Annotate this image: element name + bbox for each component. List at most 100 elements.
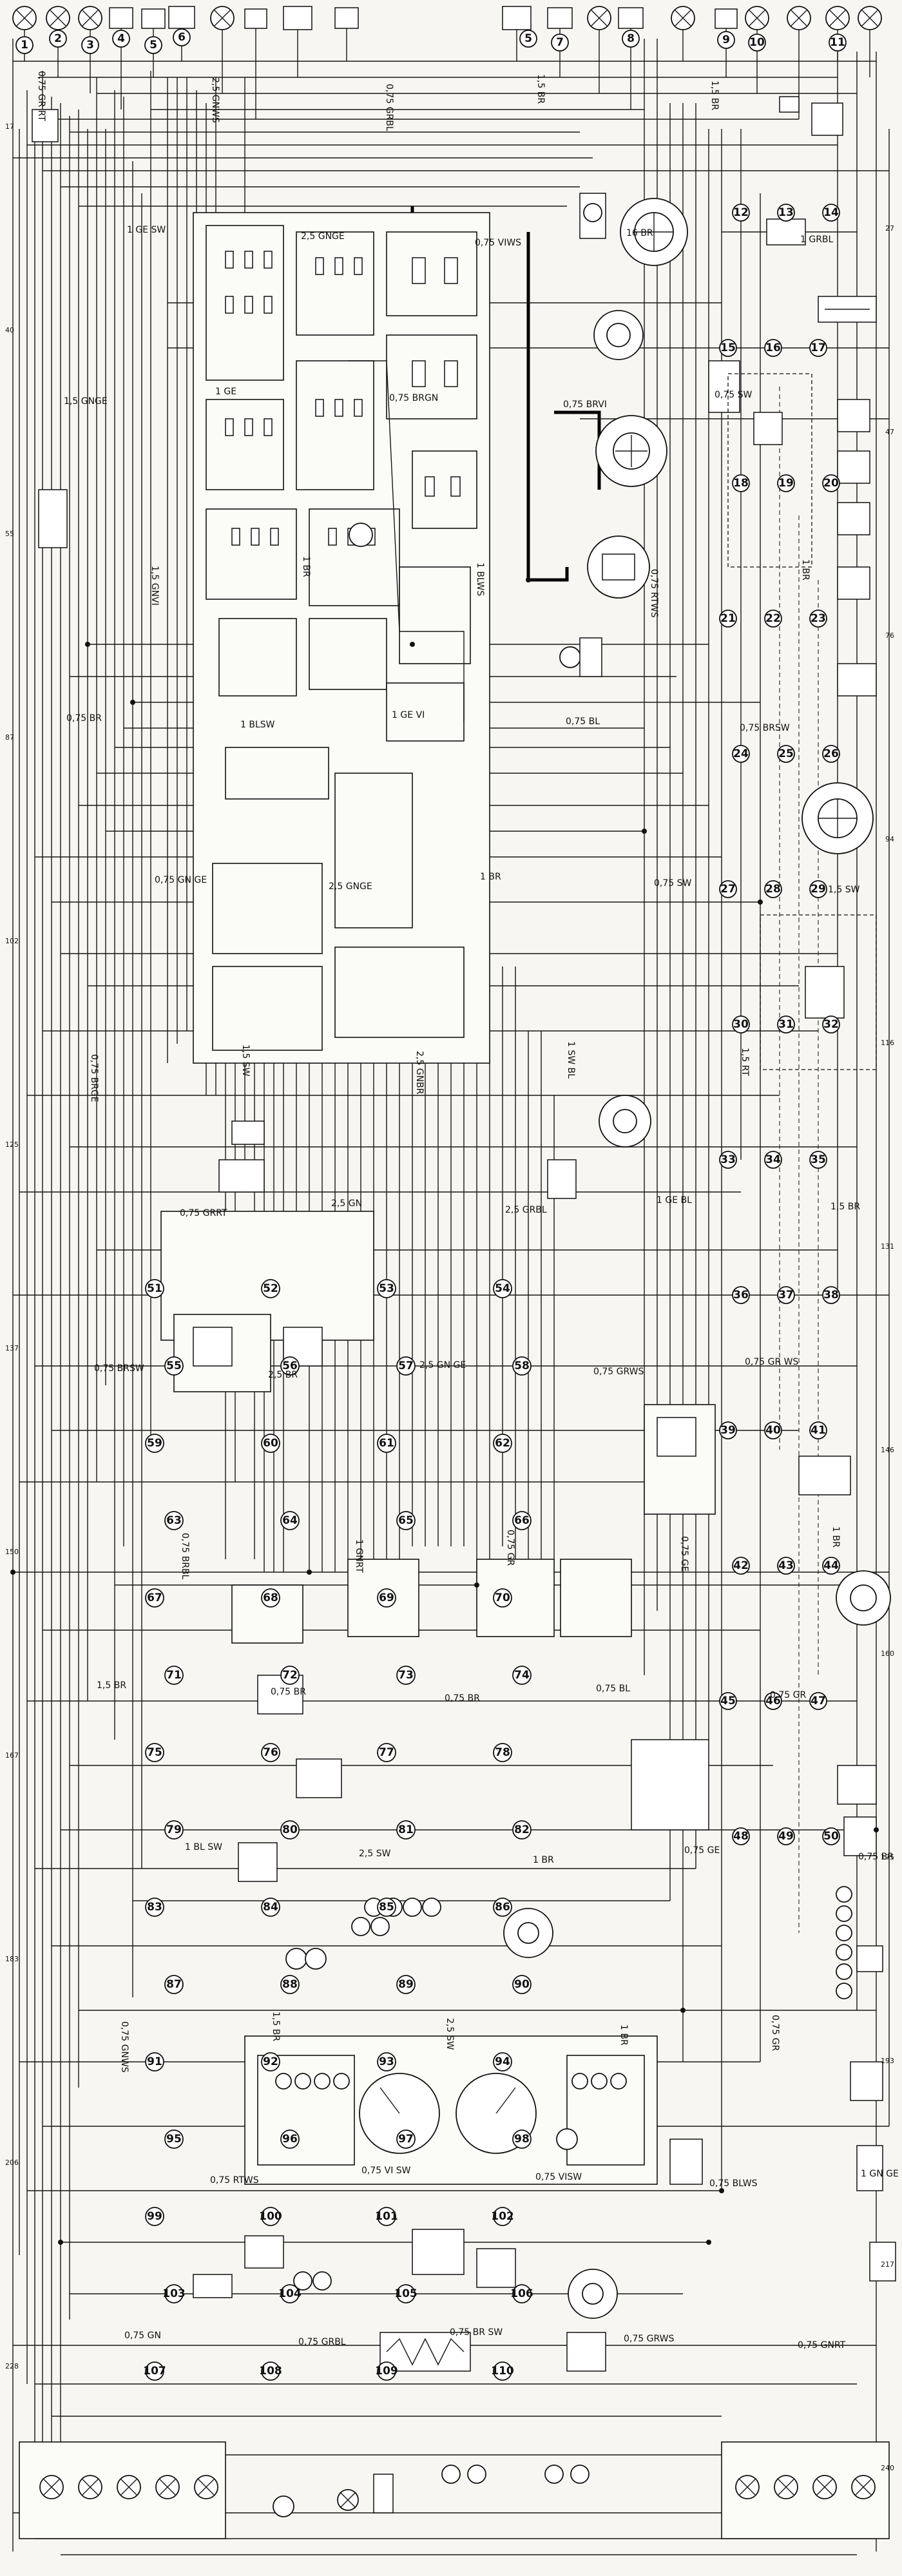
wire-label: 0,75 RTWS [210, 2175, 259, 2186]
marker-circle [719, 1151, 737, 1169]
component-marker: 107 [143, 2361, 166, 2381]
component-marker: 15 [719, 339, 737, 357]
marker-circle [145, 1588, 164, 1608]
component-marker: 28 [764, 880, 782, 898]
component-marker: 106 [510, 2284, 533, 2303]
component-number: 38 [823, 1289, 839, 1302]
component-number: 66 [514, 1514, 530, 1527]
marker-circle [145, 2361, 164, 2381]
component-number: 97 [398, 2133, 414, 2146]
wire-label: 2,5 GNWS [210, 77, 220, 123]
marker-circle [809, 1692, 827, 1710]
marker-circle [622, 30, 640, 48]
fuse-relay-panel [193, 212, 490, 1064]
wire-label: 1 GNRT [354, 1539, 364, 1573]
component-number: 54 [495, 1282, 510, 1295]
component-number: 27 [720, 883, 736, 896]
marker-circle [280, 1666, 300, 1685]
component-number: 34 [765, 1153, 781, 1166]
marker-circle [493, 1743, 512, 1762]
component-marker: 43 [777, 1557, 795, 1575]
wire-label: 0,75 GRBL [298, 2337, 346, 2347]
instrument-cluster [244, 2035, 703, 2185]
component-marker: 47 [809, 1692, 827, 1710]
component-number: 71 [166, 1669, 182, 1682]
marker-circle [732, 1015, 750, 1033]
component-number: 82 [514, 1823, 530, 1836]
component-number: 95 [166, 2133, 182, 2146]
component-number: 60 [263, 1437, 278, 1450]
marker-circle [493, 1898, 512, 1917]
component-marker: 82 [512, 1820, 532, 1840]
component-marker: 39 [719, 1421, 737, 1439]
wire-label: 2,5 GNGE [329, 881, 372, 892]
wire-label: 1,5 BR [97, 1680, 126, 1691]
component-number: 101 [375, 2210, 398, 2223]
marker-circle [396, 1820, 416, 1840]
component-number: 35 [811, 1153, 826, 1166]
component-number: 58 [514, 1360, 530, 1372]
section-number: 47 [885, 428, 894, 436]
component-number: 14 [823, 206, 839, 219]
wire-label: 1 GE SW [127, 225, 166, 235]
marker-circle [145, 2207, 164, 2226]
rear-light-right [721, 2441, 890, 2539]
right-mid-components [798, 1456, 896, 2282]
marker-circle [809, 1421, 827, 1439]
component-number: 9 [722, 34, 730, 46]
wire-label: 0,75 GR [770, 2015, 780, 2051]
marker-circle [112, 30, 130, 48]
section-number: 55 [5, 530, 14, 538]
marker-circle [719, 1421, 737, 1439]
component-number: 62 [495, 1437, 510, 1450]
marker-circle [519, 30, 537, 48]
section-number: 116 [881, 1039, 894, 1047]
marker-circle [173, 28, 191, 46]
component-marker: 65 [396, 1511, 416, 1530]
component-number: 85 [379, 1901, 394, 1914]
component-marker: 49 [777, 1827, 795, 1845]
marker-circle [822, 474, 840, 492]
wire-label: 0,75 VIWS [475, 238, 521, 248]
top-lamp-row [12, 6, 882, 119]
wire-label: 0,75 BR [66, 713, 102, 724]
section-number: 27 [885, 224, 894, 233]
marker-circle [261, 2361, 280, 2381]
component-marker: 34 [764, 1151, 782, 1169]
component-marker: 66 [512, 1511, 532, 1530]
section-number: 17 [5, 122, 14, 131]
marker-circle [512, 1356, 532, 1376]
component-number: 23 [811, 612, 826, 625]
wire-label: 1,5 RT [740, 1048, 750, 1076]
distributor [620, 198, 688, 266]
alternator [595, 415, 667, 487]
component-number: 77 [379, 1746, 394, 1759]
wire-label: 2,5 GRBL [505, 1205, 547, 1215]
marker-circle [377, 1434, 396, 1453]
component-marker: 19 [777, 474, 795, 492]
component-marker: 62 [493, 1434, 512, 1453]
component-number: 65 [398, 1514, 414, 1527]
marker-circle [732, 745, 750, 763]
component-marker: 73 [396, 1666, 416, 1685]
component-number: 61 [379, 1437, 394, 1450]
marker-circle [493, 2361, 512, 2381]
component-marker: 35 [809, 1151, 827, 1169]
rear-light-left [19, 2441, 226, 2539]
wire-label: 0,75 BRSW [94, 1363, 144, 1374]
marker-circle [822, 204, 840, 222]
section-number: 102 [5, 937, 19, 945]
ignition-switch [801, 782, 874, 854]
component-marker: 64 [280, 1511, 300, 1530]
oil-pressure-switch [559, 637, 602, 677]
wire-label: 0,75 GRBL [384, 84, 394, 131]
marker-circle [164, 1820, 184, 1840]
marker-circle [809, 1151, 827, 1169]
marker-circle [145, 2052, 164, 2071]
component-marker: 78 [493, 1743, 512, 1762]
component-number: 50 [823, 1830, 839, 1843]
wire-label: 0,75 GRRT [180, 1208, 227, 1218]
marker-circle [777, 204, 795, 222]
component-number: 99 [147, 2210, 162, 2223]
wire-label: 0,75 GR RT [36, 71, 46, 121]
